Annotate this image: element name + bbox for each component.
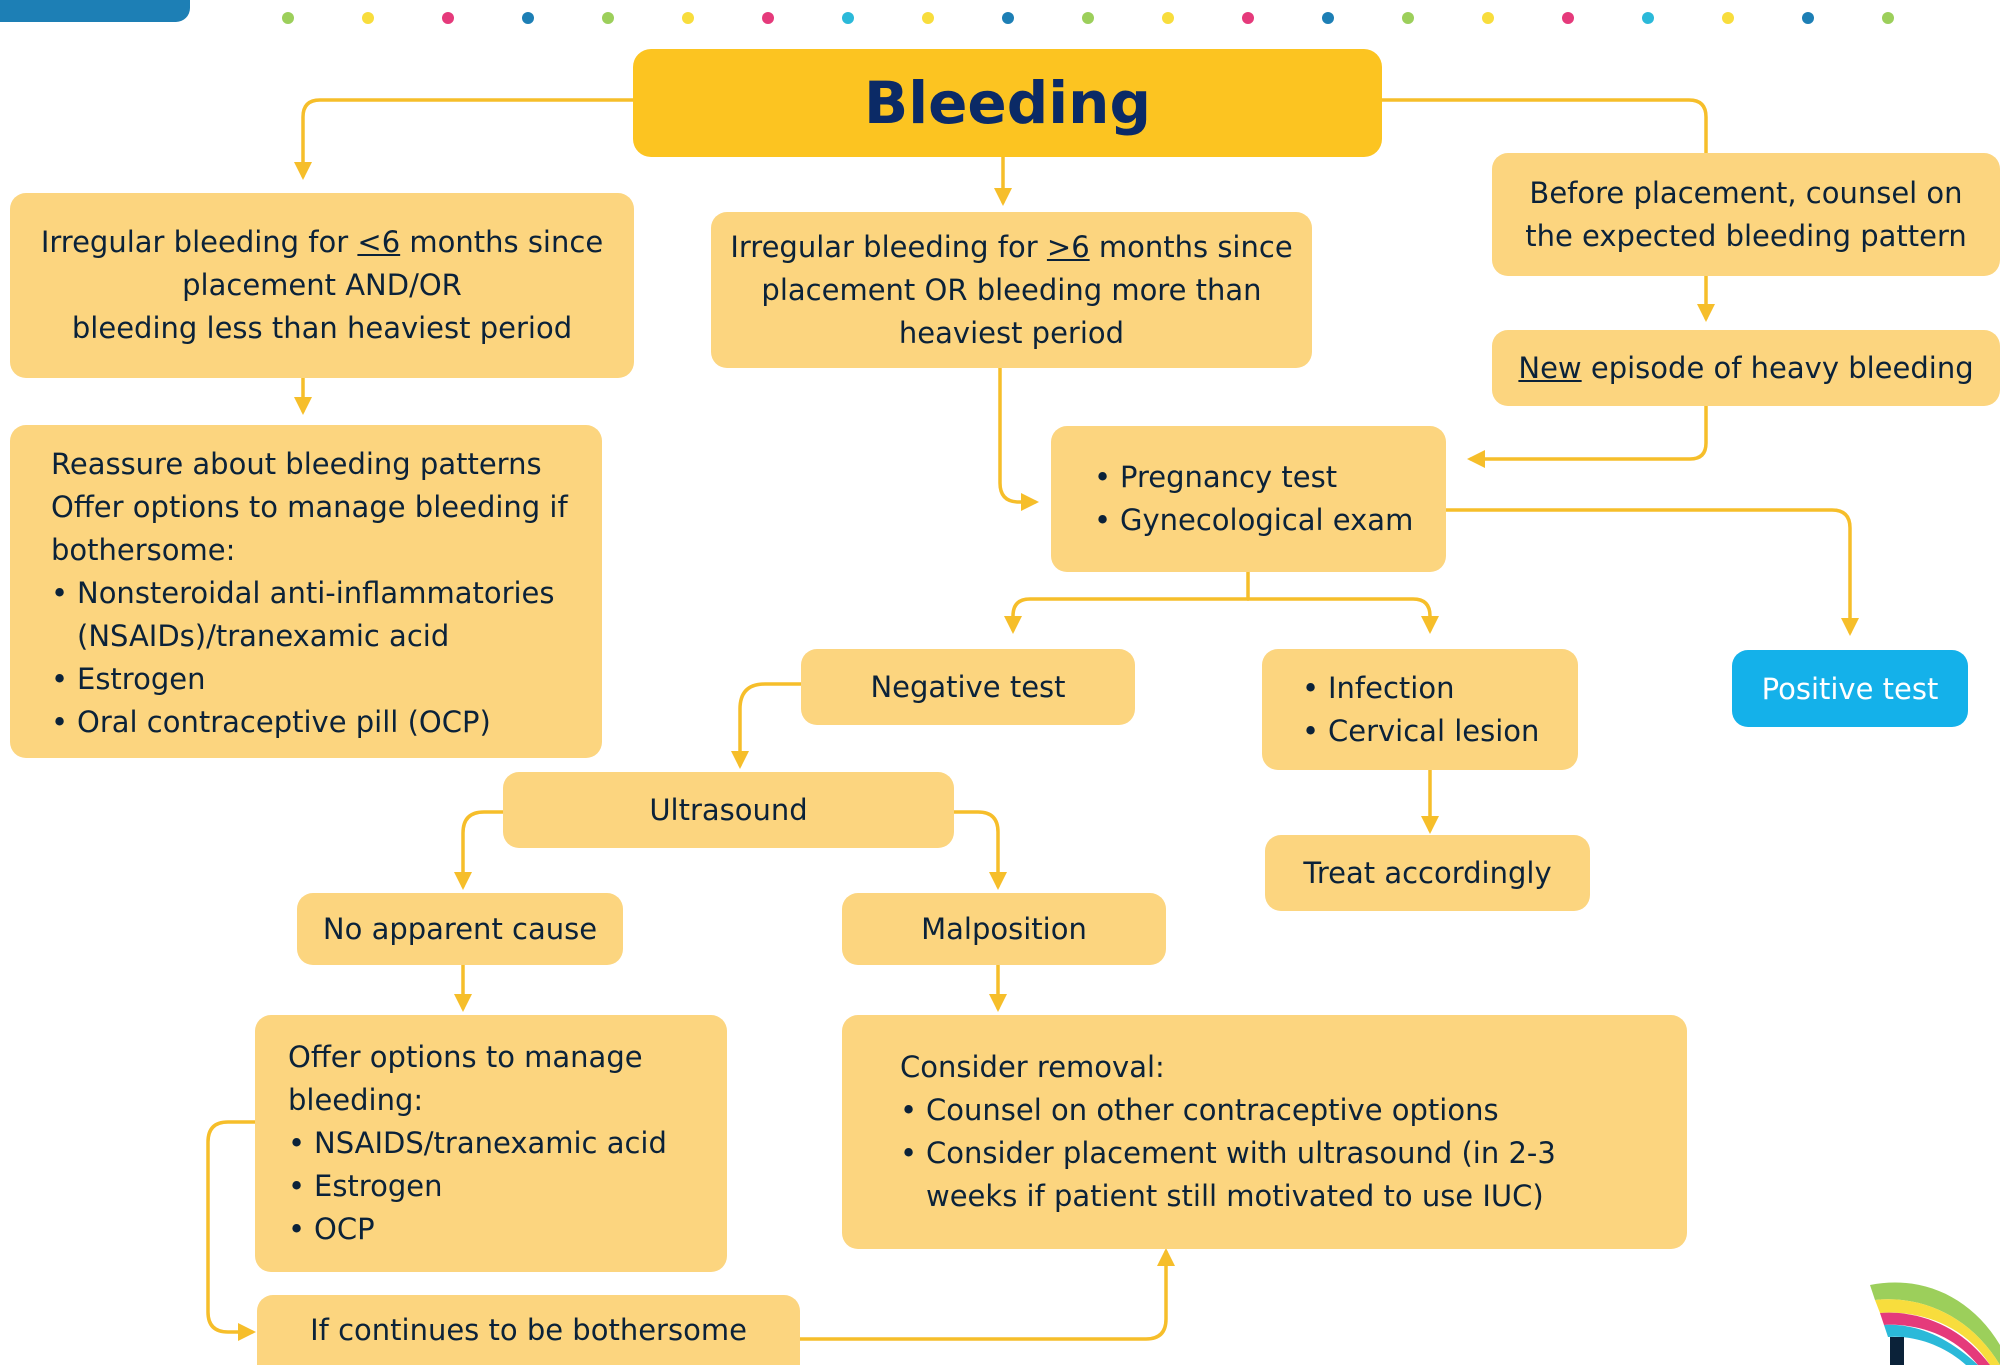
arrow-tests-to-positive — [1444, 508, 1859, 636]
tests-box: Pregnancy test Gynecological exam — [1051, 426, 1446, 572]
ultrasound-box: Ultrasound — [503, 772, 954, 848]
negative-test-box: Negative test — [801, 649, 1135, 725]
decor-dot — [1162, 12, 1174, 24]
arrow-split-to-negative — [1004, 597, 1250, 634]
consider-removal-box: Consider removal: Counsel on other contr… — [842, 1015, 1687, 1249]
decor-dot — [1402, 12, 1414, 24]
decor-dot — [1002, 12, 1014, 24]
arrow-continues-to-removal — [798, 1248, 1175, 1341]
page-title: Bleeding — [633, 49, 1382, 157]
decor-dot — [1242, 12, 1254, 24]
decor-dot — [1882, 12, 1894, 24]
arrow-new-to-tests — [1467, 404, 1708, 468]
arrow-ultrasound-to-nocause — [454, 810, 505, 890]
decor-dot — [1802, 12, 1814, 24]
iuc-logo-icon — [1870, 1282, 2000, 1365]
decor-dot — [1642, 12, 1654, 24]
reassure-box: Reassure about bleeding patterns Offer o… — [10, 425, 602, 758]
corner-tab — [0, 0, 190, 22]
decor-dot — [762, 12, 774, 24]
decor-dot — [442, 12, 454, 24]
decor-dot — [922, 12, 934, 24]
decor-dot — [682, 12, 694, 24]
decor-dot — [602, 12, 614, 24]
no-apparent-cause-box: No apparent cause — [297, 893, 623, 965]
treat-accordingly-box: Treat accordingly — [1265, 835, 1590, 911]
arrow-offer-to-continues — [206, 1120, 257, 1341]
offer-options-box: Offer options to manage bleeding: NSAIDS… — [255, 1015, 727, 1272]
decor-dot — [362, 12, 374, 24]
irregular-lt6-box: Irregular bleeding for <6 months since p… — [10, 193, 634, 378]
decor-dot — [1482, 12, 1494, 24]
counsel-box: Before placement, counsel on the expecte… — [1492, 153, 2000, 276]
decor-dot — [1562, 12, 1574, 24]
decor-dot — [1322, 12, 1334, 24]
decor-dot — [282, 12, 294, 24]
arrow-title-to-left — [294, 98, 635, 180]
infection-box: Infection Cervical lesion — [1262, 649, 1578, 770]
dot-border — [0, 6, 2000, 32]
arrow-split-to-infection — [1246, 597, 1439, 634]
continues-bothersome-box: If continues to be bothersome — [257, 1295, 800, 1365]
new-episode-box: New episode of heavy bleeding — [1492, 330, 2000, 406]
malposition-box: Malposition — [842, 893, 1166, 965]
decor-dot — [1722, 12, 1734, 24]
decor-dot — [1082, 12, 1094, 24]
arrow-center-to-tests — [998, 366, 1039, 511]
arrow-negative-to-ultrasound — [731, 682, 803, 769]
arrow-ultrasound-to-malposition — [952, 810, 1007, 890]
arrow-title-to-right — [1380, 98, 1708, 155]
decor-dot — [522, 12, 534, 24]
irregular-gt6-box: Irregular bleeding for >6 months since p… — [711, 212, 1312, 368]
decor-dot — [842, 12, 854, 24]
positive-test-box: Positive test — [1732, 650, 1968, 727]
